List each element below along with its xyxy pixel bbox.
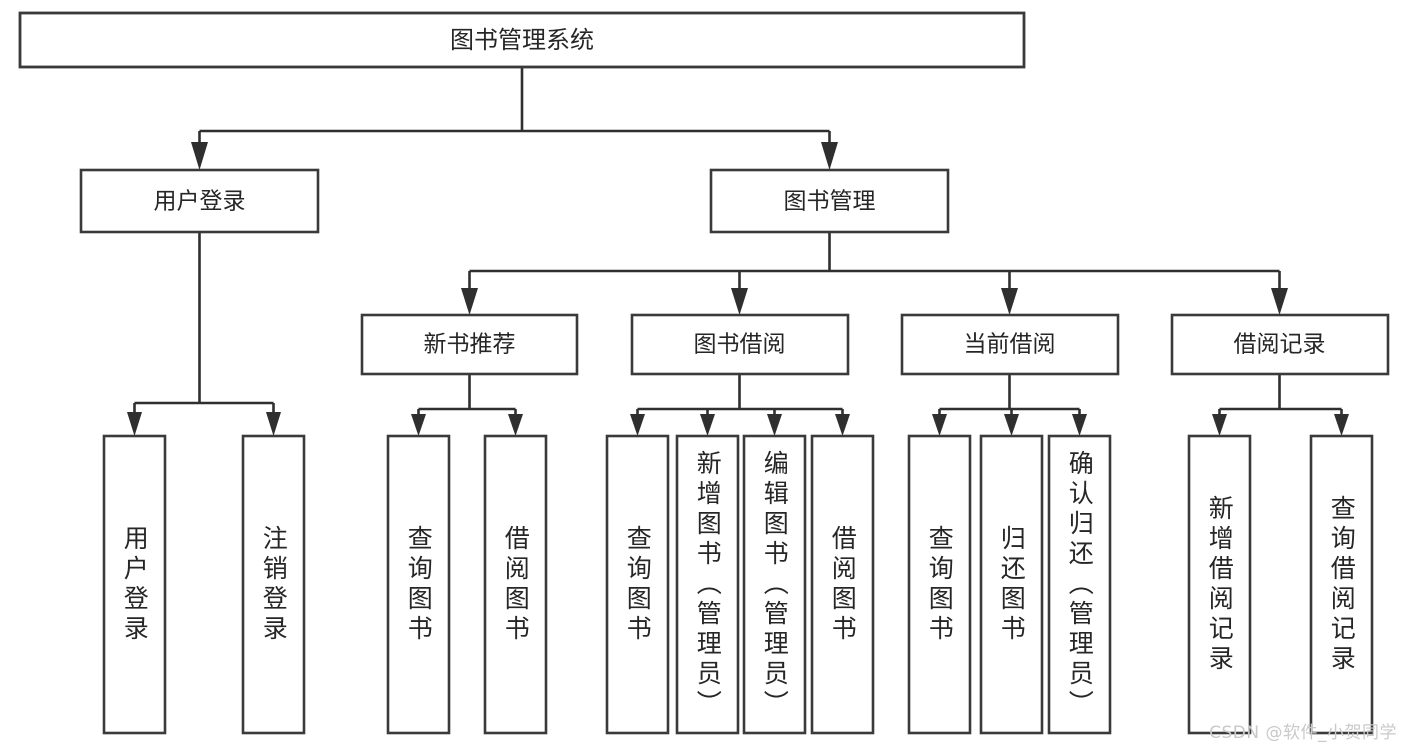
- node-book-manage-box[interactable]: [709, 168, 950, 234]
- node-current-borrow-box[interactable]: [900, 313, 1120, 376]
- arrow-head-leaf-query-record: [1334, 414, 1349, 436]
- node-book-manage[interactable]: 图书管理: [709, 168, 950, 234]
- arrow-head-leaf-add-record: [1212, 414, 1227, 436]
- leaf-box-query-book-3[interactable]: [907, 434, 972, 735]
- leaf-box-edit-book[interactable]: [742, 434, 807, 735]
- node-new-book-recommend-label: 新书推荐: [424, 332, 516, 358]
- leaf-box-user-login[interactable]: [102, 434, 167, 735]
- node-user-login-label: 用户登录: [154, 189, 246, 215]
- node-root-box[interactable]: [18, 11, 1026, 69]
- node-current-borrow[interactable]: 当前借阅: [900, 313, 1120, 376]
- leaf-box-query-record[interactable]: [1309, 434, 1374, 735]
- leaf-boxes: [102, 434, 1374, 735]
- connector-group-root: [191, 67, 838, 170]
- leaf-box-confirm-return[interactable]: [1047, 434, 1112, 735]
- arrow-head-leaf-borrow-book-2: [835, 414, 850, 436]
- leaf-box-query-book-2[interactable]: [605, 434, 670, 735]
- arrow-head-leaf-return-book: [1004, 414, 1019, 436]
- leaf-box-user-logout[interactable]: [241, 434, 306, 735]
- arrow-head-leaf-borrow-book-1: [508, 414, 523, 436]
- leaf-box-query-book-1[interactable]: [386, 434, 451, 735]
- node-user-login[interactable]: 用户登录: [79, 168, 320, 234]
- node-book-borrow-box[interactable]: [630, 313, 850, 376]
- leaf-box-return-book[interactable]: [979, 434, 1044, 735]
- arrow-head-leaf-query-book-1: [411, 414, 426, 436]
- connector-group-book-borrow: [630, 374, 850, 436]
- node-borrow-record-box[interactable]: [1170, 313, 1390, 376]
- node-new-book-recommend[interactable]: 新书推荐: [360, 313, 579, 376]
- connector-group-book-manage: [461, 232, 1288, 315]
- node-borrow-record[interactable]: 借阅记录: [1170, 313, 1390, 376]
- connector-group-new-book-recommend: [411, 374, 523, 436]
- leaf-box-borrow-book-1[interactable]: [483, 434, 548, 735]
- leaf-box-add-book[interactable]: [675, 434, 740, 735]
- node-current-borrow-label: 当前借阅: [964, 332, 1056, 358]
- leaf-box-add-record[interactable]: [1187, 434, 1252, 735]
- arrow-head-new-book-recommend: [461, 288, 478, 315]
- arrow-head-borrow-record: [1271, 288, 1288, 315]
- arrow-head-leaf-edit-book: [767, 414, 782, 436]
- arrow-head-leaf-add-book: [700, 414, 715, 436]
- leaf-box-borrow-book-2[interactable]: [810, 434, 875, 735]
- arrow-head-leaf-query-book-3: [932, 414, 947, 436]
- node-root-label: 图书管理系统: [450, 26, 594, 54]
- connector-group-current-borrow: [932, 374, 1087, 436]
- node-book-manage-label: 图书管理: [784, 189, 876, 215]
- arrow-head-leaf-user-login: [127, 412, 142, 436]
- node-book-borrow-label: 图书借阅: [694, 332, 786, 358]
- node-root[interactable]: 图书管理系统: [18, 11, 1026, 69]
- connector-group-user-login: [127, 232, 281, 436]
- node-user-login-box[interactable]: [79, 168, 320, 234]
- watermark-text: CSDN @软件_小贺同学: [1209, 723, 1397, 743]
- arrow-head-user-login: [191, 142, 208, 170]
- arrow-head-current-borrow: [1001, 288, 1018, 315]
- arrow-head-leaf-user-logout: [266, 412, 281, 436]
- node-borrow-record-label: 借阅记录: [1234, 332, 1326, 358]
- arrow-head-book-borrow: [731, 288, 748, 315]
- node-book-borrow[interactable]: 图书借阅: [630, 313, 850, 376]
- arrow-head-leaf-confirm-return: [1072, 414, 1087, 436]
- connector-group-borrow-record: [1212, 374, 1349, 436]
- arrow-head-leaf-query-book-2: [630, 414, 645, 436]
- node-new-book-recommend-box[interactable]: [360, 313, 579, 376]
- arrow-head-book-manage: [821, 142, 838, 170]
